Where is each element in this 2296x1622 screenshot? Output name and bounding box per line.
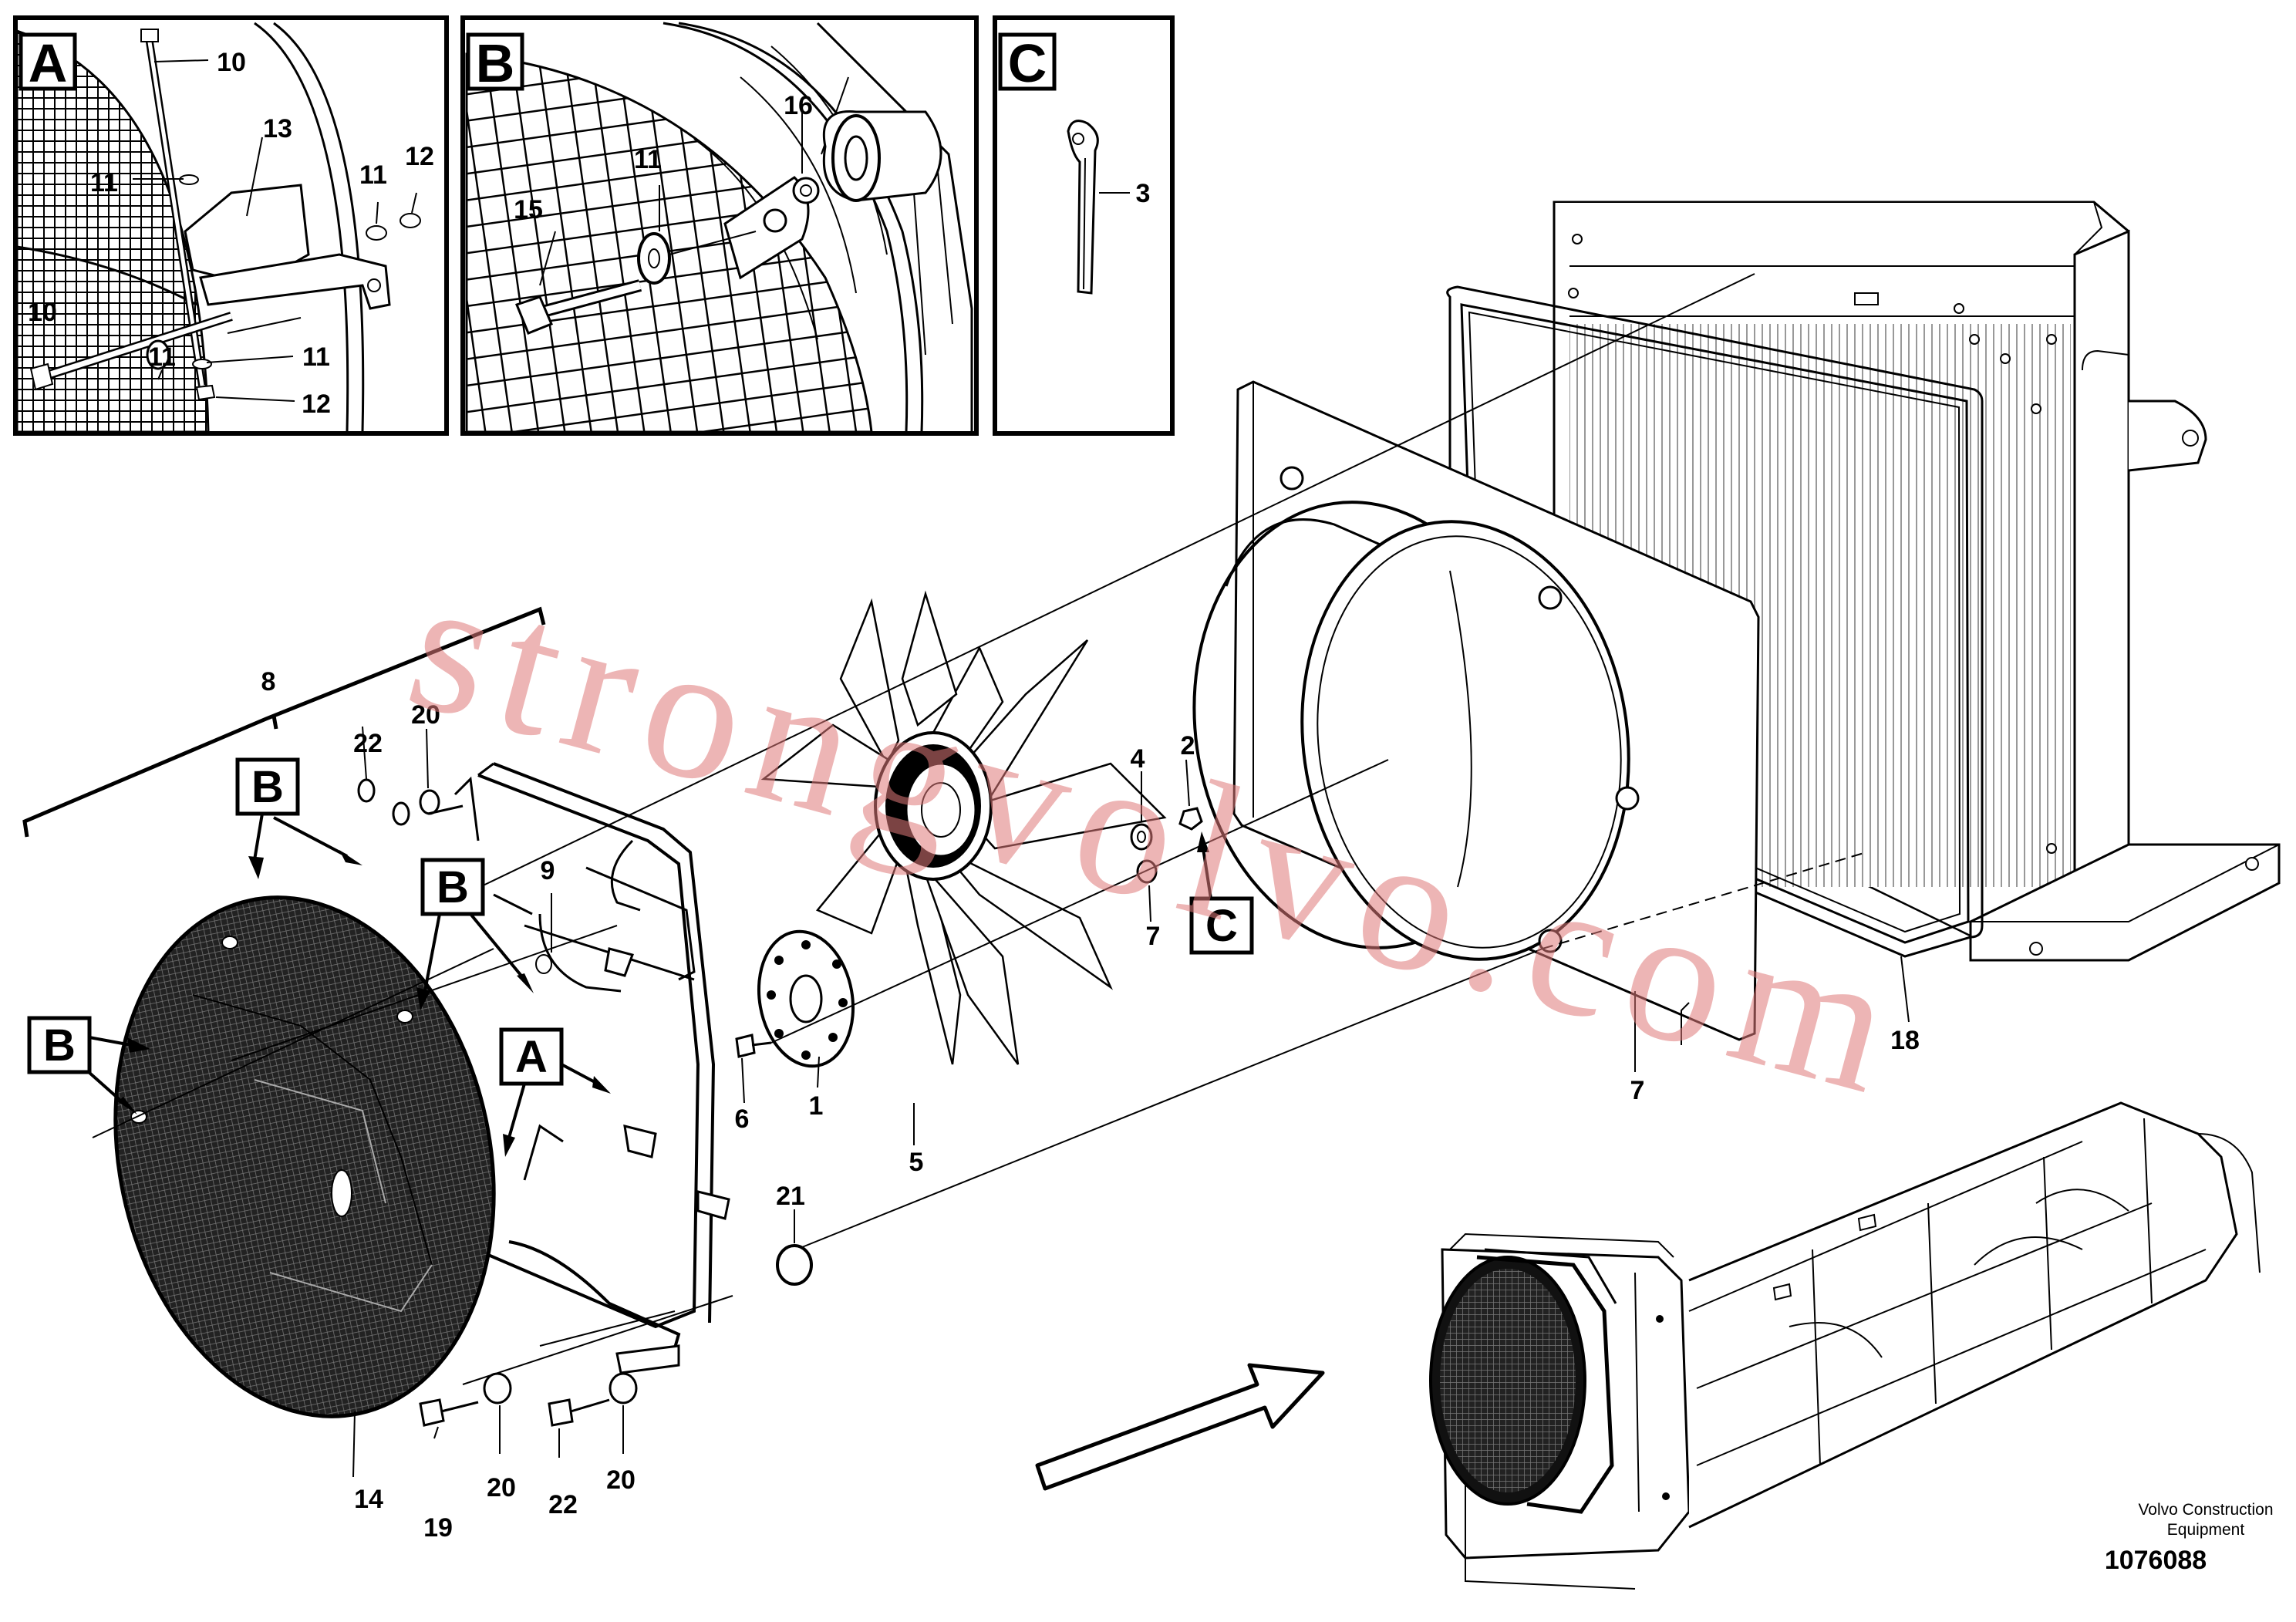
inset-a: A 10 13 11 11 12 10 11 11 12 bbox=[13, 15, 449, 436]
machine-locator-view bbox=[1429, 1101, 2261, 1590]
callout-b-left: B bbox=[27, 1016, 150, 1114]
part-1: 1 bbox=[809, 1091, 824, 1121]
part-11: 11 bbox=[148, 342, 176, 372]
callout-b-upper: B bbox=[235, 757, 362, 879]
part-22: 22 bbox=[353, 729, 383, 758]
part-20: 20 bbox=[487, 1473, 516, 1502]
svg-text:B: B bbox=[43, 1020, 76, 1071]
svg-text:C: C bbox=[1205, 901, 1238, 951]
view-direction-arrow-icon bbox=[1035, 1363, 1325, 1491]
svg-text:A: A bbox=[515, 1032, 548, 1082]
part-12: 12 bbox=[302, 389, 331, 419]
part-21: 21 bbox=[776, 1182, 805, 1211]
part-12: 12 bbox=[405, 142, 434, 171]
item-8-bracket-tick bbox=[271, 715, 278, 730]
credit-line-1: Volvo Construction bbox=[2138, 1501, 2273, 1519]
callout-c: C bbox=[1189, 831, 1254, 955]
part-7: 7 bbox=[1146, 922, 1161, 951]
part-13: 13 bbox=[263, 114, 292, 143]
part-10: 10 bbox=[28, 298, 57, 327]
fan-fasteners bbox=[735, 759, 1203, 1058]
svg-text:B: B bbox=[437, 862, 469, 912]
callout-b-middle: B bbox=[416, 858, 534, 1010]
inset-b: B 16 11 15 bbox=[460, 15, 979, 436]
part-20: 20 bbox=[606, 1465, 636, 1495]
part-11: 11 bbox=[90, 168, 118, 197]
inset-c: C 3 bbox=[993, 15, 1175, 436]
part-22: 22 bbox=[548, 1490, 578, 1519]
part-19: 19 bbox=[423, 1513, 453, 1543]
small-hardware bbox=[352, 726, 813, 1478]
part-15: 15 bbox=[514, 195, 543, 224]
item-8-bracket bbox=[22, 606, 546, 838]
svg-text:B: B bbox=[251, 762, 284, 812]
part-9: 9 bbox=[541, 856, 555, 885]
part-5: 5 bbox=[909, 1148, 924, 1177]
part-11: 11 bbox=[634, 145, 662, 174]
cooling-fan bbox=[760, 590, 1167, 1065]
cotter-pin-icon bbox=[1067, 120, 1099, 295]
part-4: 4 bbox=[1131, 744, 1145, 774]
callout-a: A bbox=[499, 1027, 611, 1157]
part-10: 10 bbox=[217, 48, 246, 77]
credit-line-2: Equipment bbox=[2167, 1521, 2245, 1539]
inset-b-label: B bbox=[476, 33, 515, 93]
part-8: 8 bbox=[261, 667, 276, 696]
inset-a-label: A bbox=[29, 33, 68, 93]
part-6: 6 bbox=[735, 1104, 750, 1134]
part-14: 14 bbox=[354, 1485, 383, 1514]
part-18: 18 bbox=[1890, 1026, 1920, 1055]
part-numbers: 8 22 20 9 4 2 7 6 1 5 7 18 21 14 19 20 2… bbox=[261, 667, 1920, 1543]
diagram-footer: Volvo Construction Equipment 1076088 bbox=[2105, 1501, 2274, 1575]
inset-c-label: C bbox=[1008, 33, 1047, 93]
fan-spacer bbox=[757, 929, 855, 1068]
part-16: 16 bbox=[784, 91, 813, 120]
fan-guard-frame bbox=[439, 762, 730, 1374]
part-3: 3 bbox=[1136, 179, 1151, 208]
part-2: 2 bbox=[1181, 731, 1195, 760]
part-11: 11 bbox=[359, 160, 387, 190]
fan-guard-grille bbox=[113, 895, 496, 1418]
fan-shroud bbox=[1192, 380, 1760, 1041]
part-7: 7 bbox=[1630, 1076, 1645, 1105]
part-20: 20 bbox=[411, 700, 440, 730]
part-11: 11 bbox=[302, 342, 330, 372]
document-number: 1076088 bbox=[2105, 1546, 2207, 1575]
